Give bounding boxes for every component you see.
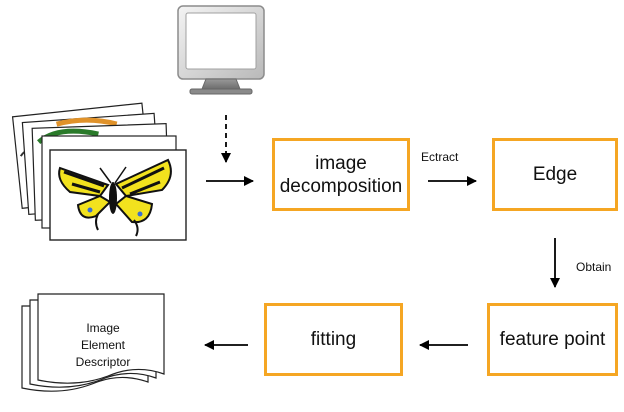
image-stack-icon xyxy=(11,102,187,241)
feature-point-label: feature point xyxy=(499,329,606,350)
extract-edge-label: Ectract xyxy=(421,150,459,164)
image-decomposition-label-line2: decomposition xyxy=(279,175,403,197)
image-element-descriptor-text: Image Element Descriptor xyxy=(38,320,168,371)
feature-point-box: feature point xyxy=(487,303,618,376)
butterfly-icon xyxy=(58,158,172,237)
fitting-label: fitting xyxy=(310,329,357,350)
fitting-box: fitting xyxy=(264,303,403,376)
descriptor-line3: Descriptor xyxy=(75,355,131,369)
image-decomposition-label-line1: image xyxy=(315,152,367,174)
obtain-edge-label: Obtain xyxy=(576,260,612,274)
document-stack-icon xyxy=(21,293,165,392)
monitor-icon xyxy=(177,5,265,95)
edge-label: Edge xyxy=(532,164,578,185)
image-decomposition-box: image decomposition xyxy=(272,138,410,211)
edge-box: Edge xyxy=(492,138,618,211)
descriptor-line2: Element xyxy=(80,338,126,352)
descriptor-line1: Image xyxy=(86,321,120,335)
